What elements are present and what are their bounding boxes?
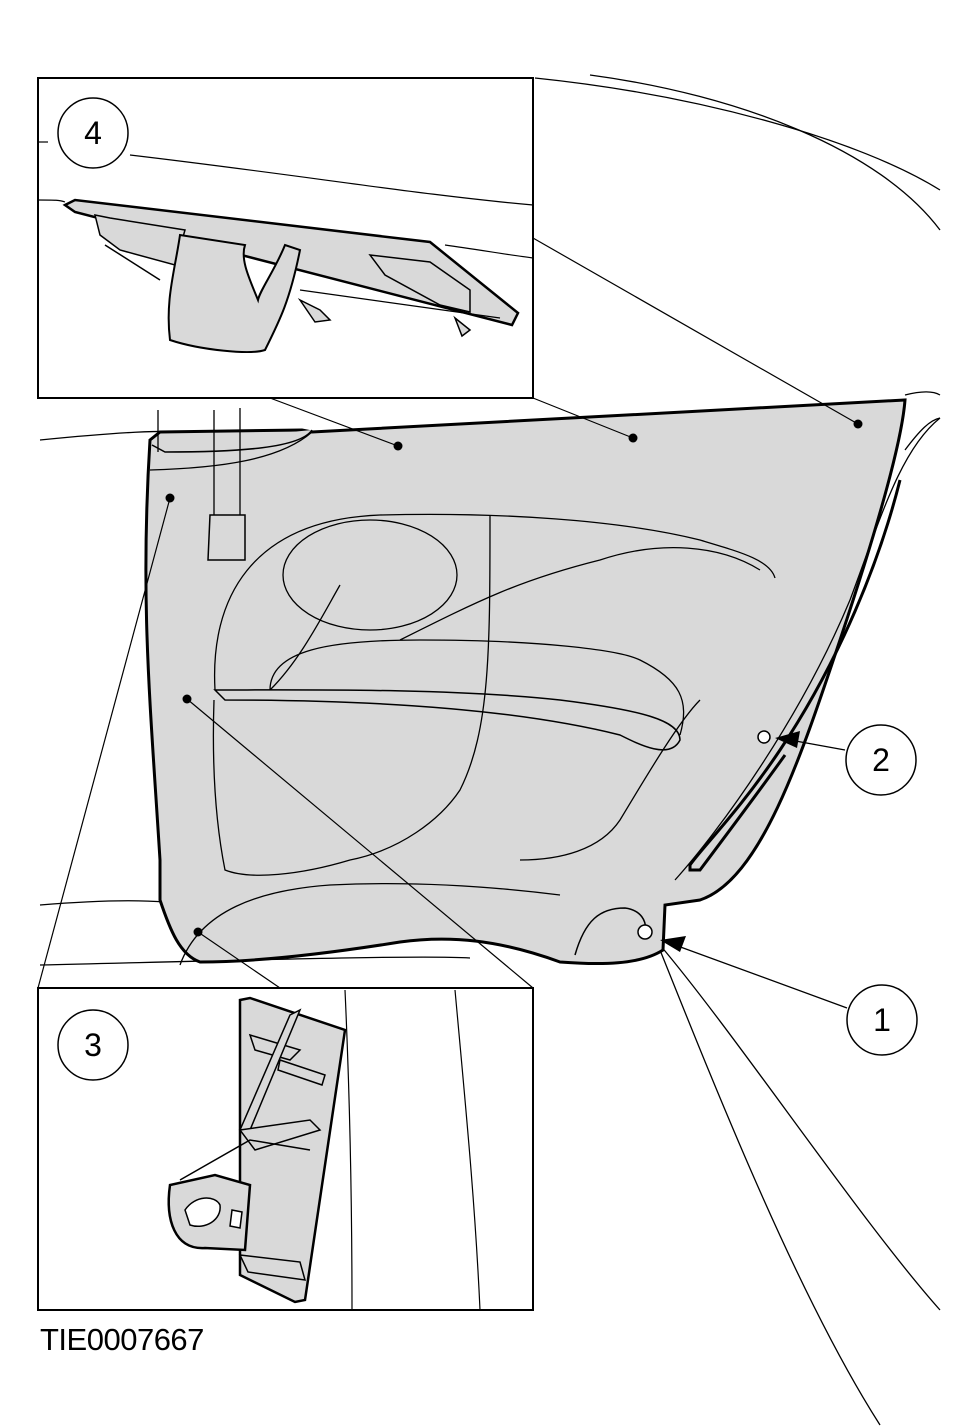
- figure-code: TIE0007667: [40, 1322, 204, 1357]
- clip-detail-4: [62, 198, 520, 353]
- callout-1: 1: [846, 984, 918, 1056]
- callout-3-circle: [57, 1009, 129, 1081]
- callout-3-label: 3: [84, 1027, 102, 1063]
- callout-4-label: 4: [84, 115, 102, 151]
- callout-2-label: 2: [872, 742, 890, 778]
- callout-4-circle: [57, 97, 129, 169]
- detail-box-3: 3: [37, 987, 534, 1311]
- detail-box-4: 4: [37, 77, 534, 399]
- quarter-trim-panel: [144, 398, 941, 966]
- callout-1-label: 1: [873, 1002, 891, 1038]
- callout-2: 2: [845, 724, 917, 796]
- clip-detail-3: [167, 996, 347, 1304]
- callout-2-circle: [845, 724, 917, 796]
- vehicle-body-outline: [39, 74, 941, 1426]
- fastener-arrows: [660, 731, 848, 1009]
- detail-leader-lines: [37, 237, 859, 989]
- callout-1-circle: [846, 984, 918, 1056]
